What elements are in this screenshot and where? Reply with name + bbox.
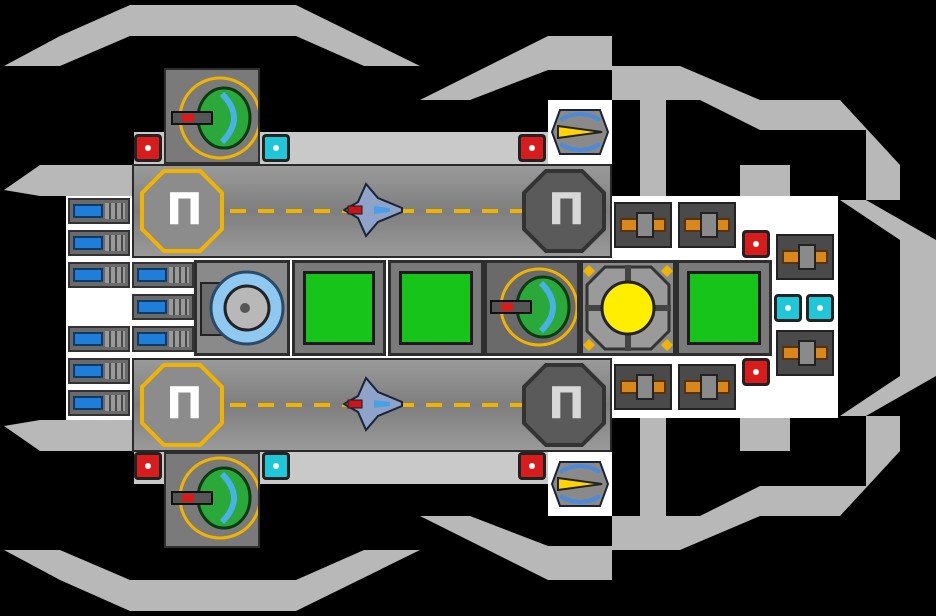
storage-room-3[interactable] bbox=[676, 260, 772, 356]
hull-left-fin-bottom bbox=[4, 420, 132, 451]
turret-room-center[interactable] bbox=[484, 260, 580, 356]
green-floor-pad bbox=[687, 271, 761, 345]
red-alert-icon[interactable] bbox=[742, 358, 770, 386]
cannon-core bbox=[636, 212, 654, 238]
hangar-bay-top: Π Π bbox=[132, 164, 612, 258]
turret-icon bbox=[171, 76, 258, 160]
pad-symbol: Π bbox=[166, 378, 203, 429]
launch-pad-right[interactable] bbox=[522, 169, 606, 253]
red-alert-icon[interactable] bbox=[134, 452, 162, 480]
launch-pad-left[interactable] bbox=[140, 169, 224, 253]
thruster-ribs bbox=[169, 299, 189, 315]
thruster-ribs bbox=[105, 203, 125, 219]
thruster-glow bbox=[73, 268, 103, 282]
red-alert-icon[interactable] bbox=[742, 230, 770, 258]
blue-thruster-icon[interactable] bbox=[132, 262, 194, 288]
thruster-ribs bbox=[105, 363, 125, 379]
turret-room-top[interactable] bbox=[164, 68, 260, 164]
thruster-ribs bbox=[105, 331, 125, 347]
hull-left-fin-top bbox=[4, 165, 132, 196]
blue-thruster-icon[interactable] bbox=[68, 358, 130, 384]
blue-thruster-icon[interactable] bbox=[68, 390, 130, 416]
sensor-dome-room[interactable] bbox=[194, 260, 290, 356]
hull-bottom-wing bbox=[4, 550, 420, 611]
orange-cannon-icon[interactable] bbox=[614, 202, 672, 248]
yellow-drone-icon[interactable] bbox=[550, 104, 610, 160]
cannon-core bbox=[636, 374, 654, 400]
hull-nose bbox=[840, 200, 936, 416]
hull-upper-tail bbox=[420, 36, 900, 200]
blue-thruster-icon[interactable] bbox=[68, 230, 130, 256]
cannon-core bbox=[798, 340, 816, 366]
storage-room-2[interactable] bbox=[388, 260, 484, 356]
thruster-glow bbox=[73, 236, 103, 250]
orange-cannon-icon[interactable] bbox=[614, 364, 672, 410]
thruster-ribs bbox=[105, 235, 125, 251]
thruster-ribs bbox=[169, 331, 189, 347]
thruster-ribs bbox=[105, 395, 125, 411]
hull-lower-tail bbox=[420, 416, 900, 580]
hull-plate-bottom bbox=[740, 415, 790, 451]
turret-icon bbox=[490, 267, 577, 347]
hull-top-wing bbox=[4, 5, 420, 66]
cannon-core bbox=[700, 374, 718, 400]
thruster-glow bbox=[73, 364, 103, 378]
thruster-ribs bbox=[105, 267, 125, 283]
orange-cannon-icon[interactable] bbox=[776, 234, 834, 280]
red-alert-icon[interactable] bbox=[518, 452, 546, 480]
pad-symbol: Π bbox=[548, 184, 585, 235]
green-floor-pad bbox=[303, 271, 375, 345]
orange-cannon-icon[interactable] bbox=[776, 330, 834, 376]
blue-thruster-icon[interactable] bbox=[68, 198, 130, 224]
fighter-ship-icon[interactable] bbox=[338, 372, 408, 436]
hangar-bay-bottom: Π Π bbox=[132, 358, 612, 452]
thruster-glow bbox=[73, 332, 103, 346]
thruster-glow bbox=[137, 300, 167, 314]
cyan-shield-icon[interactable] bbox=[774, 294, 802, 322]
blue-thruster-icon[interactable] bbox=[68, 262, 130, 288]
cannon-core bbox=[700, 212, 718, 238]
reactor-room[interactable] bbox=[580, 260, 676, 356]
pad-symbol: Π bbox=[548, 378, 585, 429]
blue-thruster-icon[interactable] bbox=[68, 326, 130, 352]
fighter-ship-icon[interactable] bbox=[338, 178, 408, 242]
turret-room-bottom[interactable] bbox=[164, 452, 260, 548]
thruster-glow bbox=[73, 204, 103, 218]
thruster-glow bbox=[137, 268, 167, 282]
pad-symbol: Π bbox=[166, 184, 203, 235]
storage-room-1[interactable] bbox=[292, 260, 386, 356]
cyan-shield-icon[interactable] bbox=[262, 452, 290, 480]
cyan-shield-icon[interactable] bbox=[806, 294, 834, 322]
hull-strut-bottom bbox=[640, 416, 666, 516]
hull-strut-top bbox=[640, 100, 666, 200]
blue-thruster-icon[interactable] bbox=[132, 294, 194, 320]
green-floor-pad bbox=[399, 271, 473, 345]
blue-thruster-icon[interactable] bbox=[132, 326, 194, 352]
yellow-drone-icon[interactable] bbox=[550, 456, 610, 512]
cannon-core bbox=[798, 244, 816, 270]
thruster-ribs bbox=[169, 267, 189, 283]
turret-icon bbox=[171, 456, 258, 540]
launch-pad-right[interactable] bbox=[522, 363, 606, 447]
hull-plate-top bbox=[740, 165, 790, 201]
reactor-core-icon bbox=[583, 265, 673, 351]
sensor-dome-icon bbox=[200, 270, 285, 346]
red-alert-icon[interactable] bbox=[518, 134, 546, 162]
launch-pad-left[interactable] bbox=[140, 363, 224, 447]
cyan-shield-icon[interactable] bbox=[262, 134, 290, 162]
orange-cannon-icon[interactable] bbox=[678, 364, 736, 410]
red-alert-icon[interactable] bbox=[134, 134, 162, 162]
orange-cannon-icon[interactable] bbox=[678, 202, 736, 248]
thruster-glow bbox=[73, 396, 103, 410]
thruster-glow bbox=[137, 332, 167, 346]
